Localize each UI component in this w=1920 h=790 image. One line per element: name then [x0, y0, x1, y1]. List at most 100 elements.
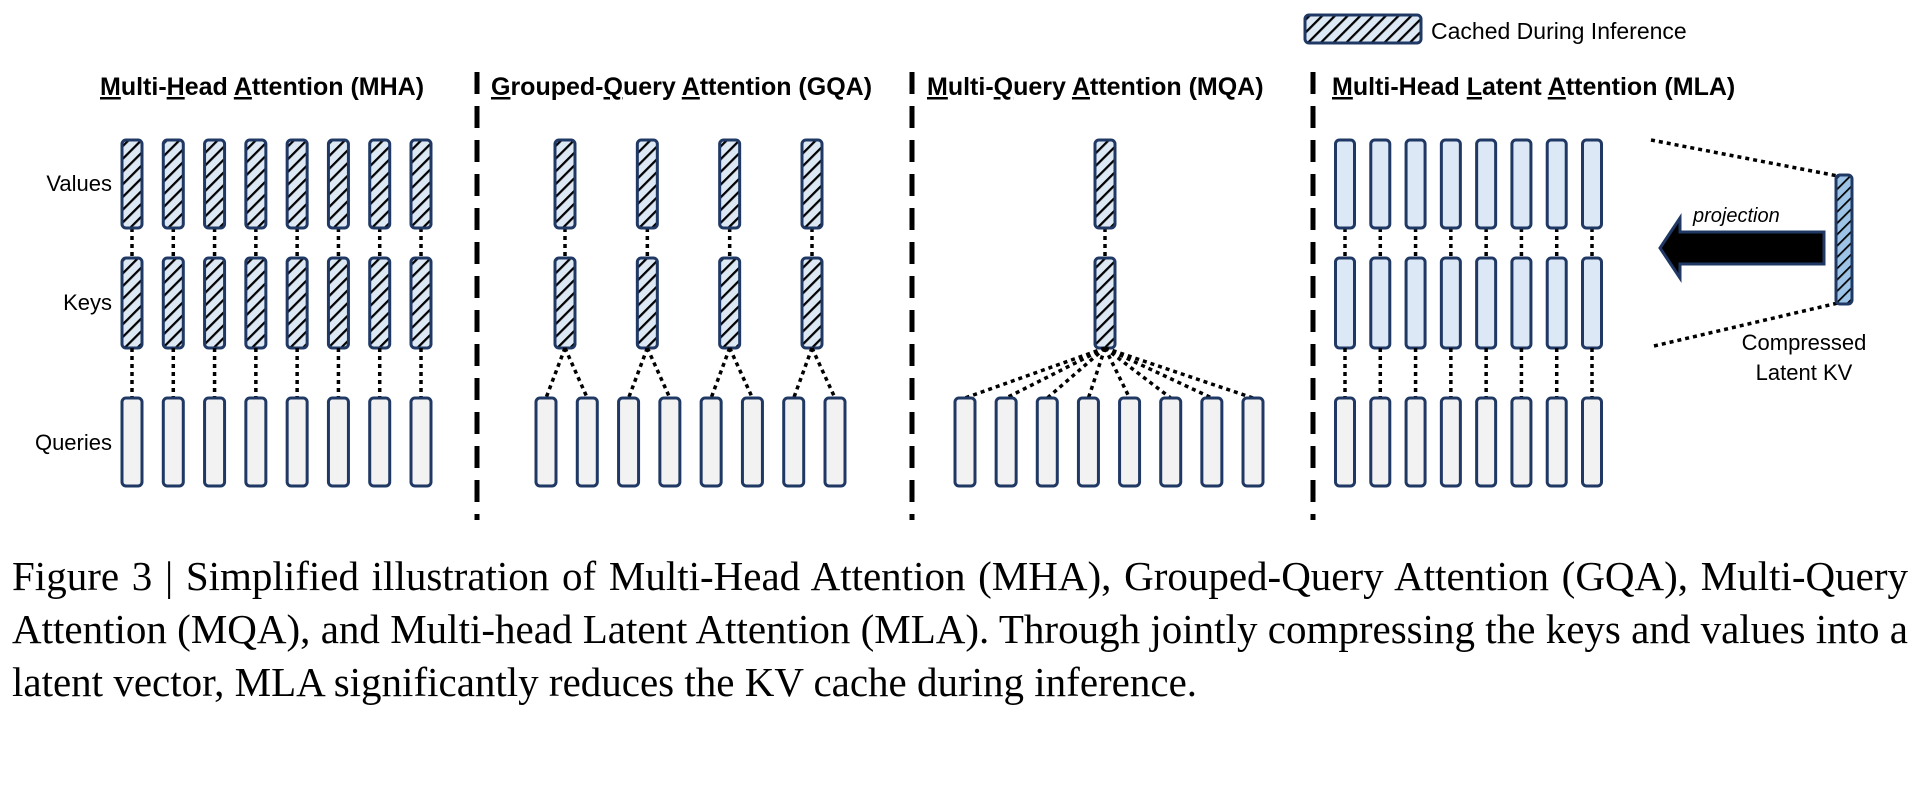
mha-value-head: [244, 138, 268, 230]
mla-query-head: [1369, 396, 1392, 488]
mla-query-head: [1581, 396, 1603, 488]
mla-key-head: [1404, 256, 1427, 350]
mha-key-head: [203, 256, 227, 350]
gqa-key-head: [800, 256, 824, 350]
mha-value-head: [368, 138, 392, 230]
mha-value-head: [326, 138, 350, 230]
mla-value-head: [1475, 138, 1498, 230]
mqa-query-head: [1118, 396, 1142, 488]
mla-key-head: [1334, 256, 1356, 350]
mha-query-head: [120, 396, 144, 488]
gqa-value-head: [553, 138, 577, 230]
row-label-values: Values: [46, 171, 112, 196]
mqa-kq-link: [1103, 346, 1172, 400]
mqa-query-head: [994, 396, 1018, 488]
gqa-kq-link: [563, 347, 589, 399]
panel-title-mqa: Multi-Query Attention (MQA): [927, 73, 1264, 101]
mla-value-head: [1510, 138, 1533, 230]
figure-caption: Figure 3 | Simplified illustration of Mu…: [12, 553, 1908, 705]
mqa-kq-link: [1104, 346, 1254, 400]
mla-value-head: [1581, 138, 1603, 230]
panel-title-gqa: Grouped-Query Attention (GQA): [491, 73, 872, 101]
panel-title-mha: Multi-Head Attention (MHA): [100, 73, 424, 101]
row-label-keys: Keys: [63, 290, 112, 315]
mha-query-head: [161, 396, 185, 488]
compressed-latent-kv: [1834, 173, 1854, 306]
latent-label-line2: Latent KV: [1756, 360, 1853, 385]
mha-key-head: [285, 256, 309, 350]
mqa-query-head: [1241, 396, 1265, 488]
mqa-key-head: [1093, 256, 1117, 350]
mqa-kq-link: [1104, 346, 1213, 400]
gqa-kq-link: [626, 347, 649, 399]
mha-key-head: [368, 256, 392, 350]
mha-query-head: [409, 396, 433, 488]
mha-value-head: [161, 138, 185, 230]
mqa-query-head: [1035, 396, 1059, 488]
mla-query-head: [1475, 396, 1498, 488]
gqa-kq-link: [728, 347, 755, 399]
gqa-kq-link: [709, 347, 732, 399]
head-bars: [120, 138, 1854, 488]
legend-label: Cached During Inference: [1431, 18, 1687, 44]
mha-key-head: [326, 256, 350, 350]
mha-key-head: [120, 256, 144, 350]
gqa-key-head: [635, 256, 659, 350]
gqa-kq-link: [792, 347, 814, 399]
mla-value-head: [1404, 138, 1427, 230]
mha-query-head: [368, 396, 392, 488]
gqa-query-head: [575, 396, 599, 488]
mqa-query-head: [1200, 396, 1224, 488]
mha-key-head: [161, 256, 185, 350]
gqa-value-head: [635, 138, 659, 230]
gqa-query-head: [617, 396, 641, 488]
legend: Cached During Inference: [1303, 13, 1687, 45]
mla-key-head: [1369, 256, 1392, 350]
mqa-kq-link: [1086, 347, 1107, 399]
mha-value-head: [409, 138, 433, 230]
mha-query-head: [244, 396, 268, 488]
projection-arrow: projection: [1658, 205, 1826, 283]
mha-query-head: [203, 396, 227, 488]
gqa-query-head: [699, 396, 723, 488]
mha-value-head: [120, 138, 144, 230]
gqa-value-head: [800, 138, 824, 230]
mla-key-head: [1510, 256, 1533, 350]
mqa-kq-link: [964, 346, 1106, 400]
mla-query-head: [1545, 396, 1568, 488]
gqa-value-head: [718, 138, 742, 230]
gqa-key-head: [718, 256, 742, 350]
latent-top-link: [1650, 138, 1839, 178]
gqa-key-head: [553, 256, 577, 350]
gqa-query-head: [740, 396, 764, 488]
gqa-kq-link: [544, 347, 567, 399]
mla-value-head: [1369, 138, 1392, 230]
mla-key-head: [1545, 256, 1568, 350]
panel-title-mla: Multi-Head Latent Attention (MLA): [1332, 73, 1735, 101]
mla-query-head: [1439, 396, 1462, 488]
arrow-left-icon: [1658, 213, 1826, 283]
mla-value-head: [1334, 138, 1356, 230]
mqa-kq-link: [1103, 347, 1132, 399]
mha-value-head: [203, 138, 227, 230]
mqa-query-head: [1159, 396, 1183, 488]
mla-query-head: [1334, 396, 1356, 488]
projection-label: projection: [1692, 205, 1780, 227]
mla-query-head: [1404, 396, 1427, 488]
hatched-bar-icon: [1303, 13, 1423, 45]
row-label-queries: Queries: [35, 430, 112, 455]
mla-value-head: [1545, 138, 1568, 230]
gqa-query-head: [782, 396, 806, 488]
mha-value-head: [285, 138, 309, 230]
mqa-query-head: [1076, 396, 1100, 488]
attention-variants-diagram: Cached During Inference Multi-Head Atten…: [35, 13, 1867, 520]
mha-query-head: [326, 396, 350, 488]
latent-label-line1: Compressed: [1742, 330, 1867, 355]
mha-query-head: [285, 396, 309, 488]
gqa-query-head: [658, 396, 682, 488]
mqa-query-head: [953, 396, 977, 488]
gqa-query-head: [823, 396, 847, 488]
mha-key-head: [244, 256, 268, 350]
mqa-value-head: [1093, 138, 1117, 230]
mla-query-head: [1510, 396, 1533, 488]
